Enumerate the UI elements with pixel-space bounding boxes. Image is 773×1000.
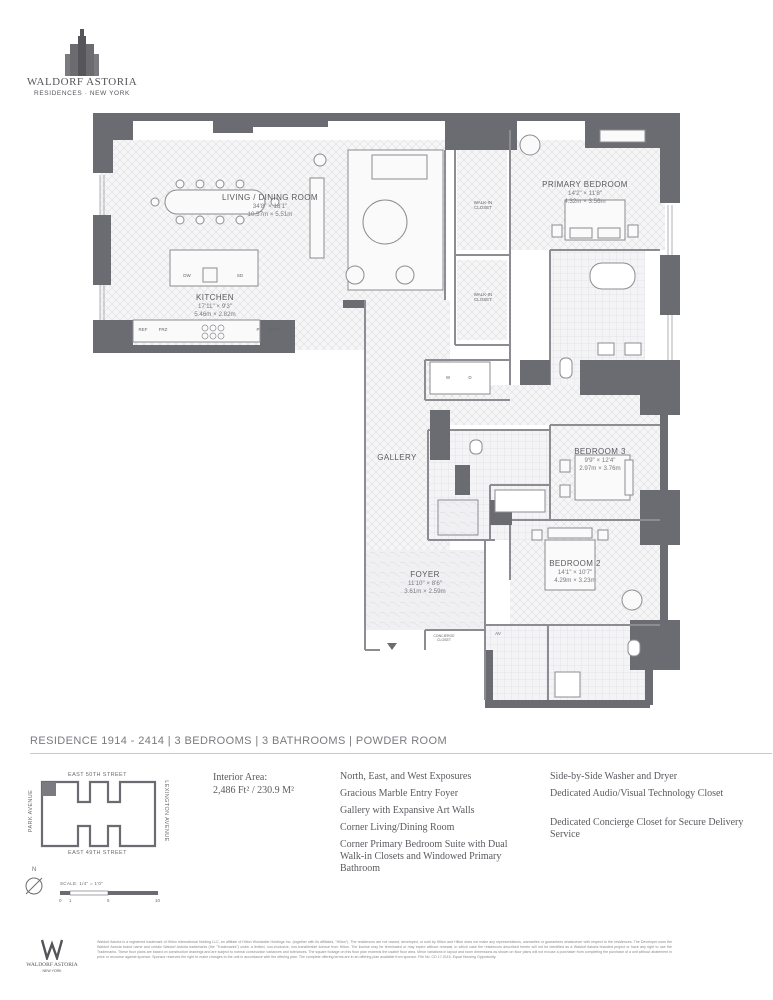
compass-icon [22, 873, 46, 902]
range-burners [201, 324, 225, 340]
feature-2: Gracious Marble Entry Foyer [340, 788, 459, 799]
brand-name: WALDORF ASTORIA [26, 76, 138, 88]
kitchen-dim-ft: 17'11" × 9'3" [198, 303, 232, 310]
living-room-dim-ft: 34'8" × 18'1" [252, 203, 288, 210]
walkin-closet-1-label: WALK-IN CLOSET [473, 200, 493, 210]
foyer-dim-ft: 11'10" × 8'6" [408, 580, 442, 587]
bath-fixtures [437, 439, 641, 698]
bedroom2-label: BEDROOM 2 [549, 559, 601, 568]
waldorf-tower-icon [65, 29, 99, 76]
keyplan [40, 780, 157, 848]
footer-brand-sub: NEW YORK [42, 969, 62, 973]
feature-8: Dedicated Concierge Closet for Secure De… [550, 817, 744, 840]
kitchen-counter [132, 249, 261, 343]
feature-6: Side-by-Side Washer and Dryer [550, 771, 678, 782]
feature-4: Corner Living/Dining Room [340, 822, 455, 833]
residence-title: RESIDENCE 1914 - 2414 | 3 BEDROOMS | 3 B… [30, 735, 448, 747]
keyplan-south-street: EAST 49TH STREET [68, 850, 127, 856]
bedroom2-dim-ft: 14'1" × 10'7" [557, 569, 593, 576]
bedroom3-dim-m: 2.97m × 3.76m [579, 465, 621, 472]
divider [30, 753, 772, 754]
living-seating [309, 149, 444, 291]
scale-tick-5: 5 [107, 898, 110, 903]
wine-label: WINE [268, 327, 280, 332]
freezer-label: FRZ [158, 327, 168, 332]
interior-area-label: Interior Area: [213, 772, 268, 783]
scale-tick-10: 10 [155, 898, 161, 903]
keyplan-north-street: EAST 50TH STREET [68, 772, 127, 778]
walkin-closet-2-label: WALK-IN CLOSET [473, 292, 493, 302]
scale-bar [60, 890, 158, 896]
feature-3: Gallery with Expansive Art Walls [340, 805, 475, 816]
floor-plan [93, 113, 680, 708]
bedroom3-dim-ft: 9'9" × 12'4" [584, 457, 616, 464]
primary-bedroom-label: PRIMARY BEDROOM [542, 180, 628, 189]
primary-tub [559, 262, 642, 379]
bedroom3-bed [559, 454, 634, 501]
kitchen-label: KITCHEN [196, 293, 234, 302]
laundry-box [429, 361, 491, 395]
living-room-dim-m: 10.57m × 5.51m [247, 211, 293, 218]
legal-disclaimer: Waldorf Astoria is a registered trademar… [97, 940, 672, 959]
dining-table [150, 179, 280, 225]
foyer-dim-m: 3.61m × 2.59m [404, 588, 446, 595]
gallery-label: GALLERY [377, 453, 417, 462]
windows [99, 175, 673, 360]
dishwasher-label: DW [183, 273, 191, 278]
concierge-closet-label: CONCIERGE CLOSET [433, 634, 455, 642]
fridge-label: REF [138, 327, 148, 332]
entry-arrow-icon [387, 643, 397, 650]
kitchen-dim-m: 5.46m × 2.82m [194, 311, 236, 318]
compass-label: N [32, 867, 37, 873]
primary-bedroom-dim-ft: 14'2" × 11'8" [568, 190, 602, 197]
living-room-label: LIVING / DINING ROOM [221, 193, 318, 202]
washer-label: W [445, 375, 451, 380]
brand-subtitle: RESIDENCES · NEW YORK [34, 90, 130, 97]
interior-area-value: 2,486 Ft² / 230.9 M² [213, 785, 295, 796]
scale-tick-1: 1 [69, 898, 72, 903]
bedroom2-dim-m: 4.29m × 3.23m [554, 577, 596, 584]
scale-tick-0: 0 [59, 898, 62, 903]
primary-bed [519, 129, 646, 241]
walkin2-floor [457, 260, 507, 340]
sink-label: SD [236, 273, 244, 278]
feature-7: Dedicated Audio/Visual Technology Closet [550, 788, 724, 799]
footer-logo-icon [40, 938, 64, 965]
pantry-label: P [256, 327, 260, 332]
keyplan-west-avenue: PARK AVENUE [28, 789, 35, 833]
feature-5: Corner Primary Bedroom Suite with Dual W… [340, 839, 508, 874]
scale-label: SCALE: 1/4" = 1'0" [60, 881, 104, 886]
foyer-floor [365, 550, 485, 630]
feature-1: North, East, and West Exposures [340, 771, 472, 782]
av-closet-label: AV [495, 631, 501, 636]
interior-wall-masses [430, 360, 640, 525]
footer-brand: WALDORF ASTORIA [26, 962, 78, 968]
walkin1-floor [457, 150, 507, 250]
dryer-label: D [468, 375, 472, 380]
primary-bedroom-dim-m: 4.32m × 3.56m [564, 198, 606, 205]
foyer-label: FOYER [410, 570, 440, 579]
bedroom3-label: BEDROOM 3 [574, 447, 626, 456]
brand-logo [22, 18, 142, 113]
bedroom2-bed [531, 527, 643, 611]
keyplan-unit-highlight [42, 782, 56, 796]
keyplan-east-avenue: LEXINGTON AVENUE [162, 780, 169, 842]
